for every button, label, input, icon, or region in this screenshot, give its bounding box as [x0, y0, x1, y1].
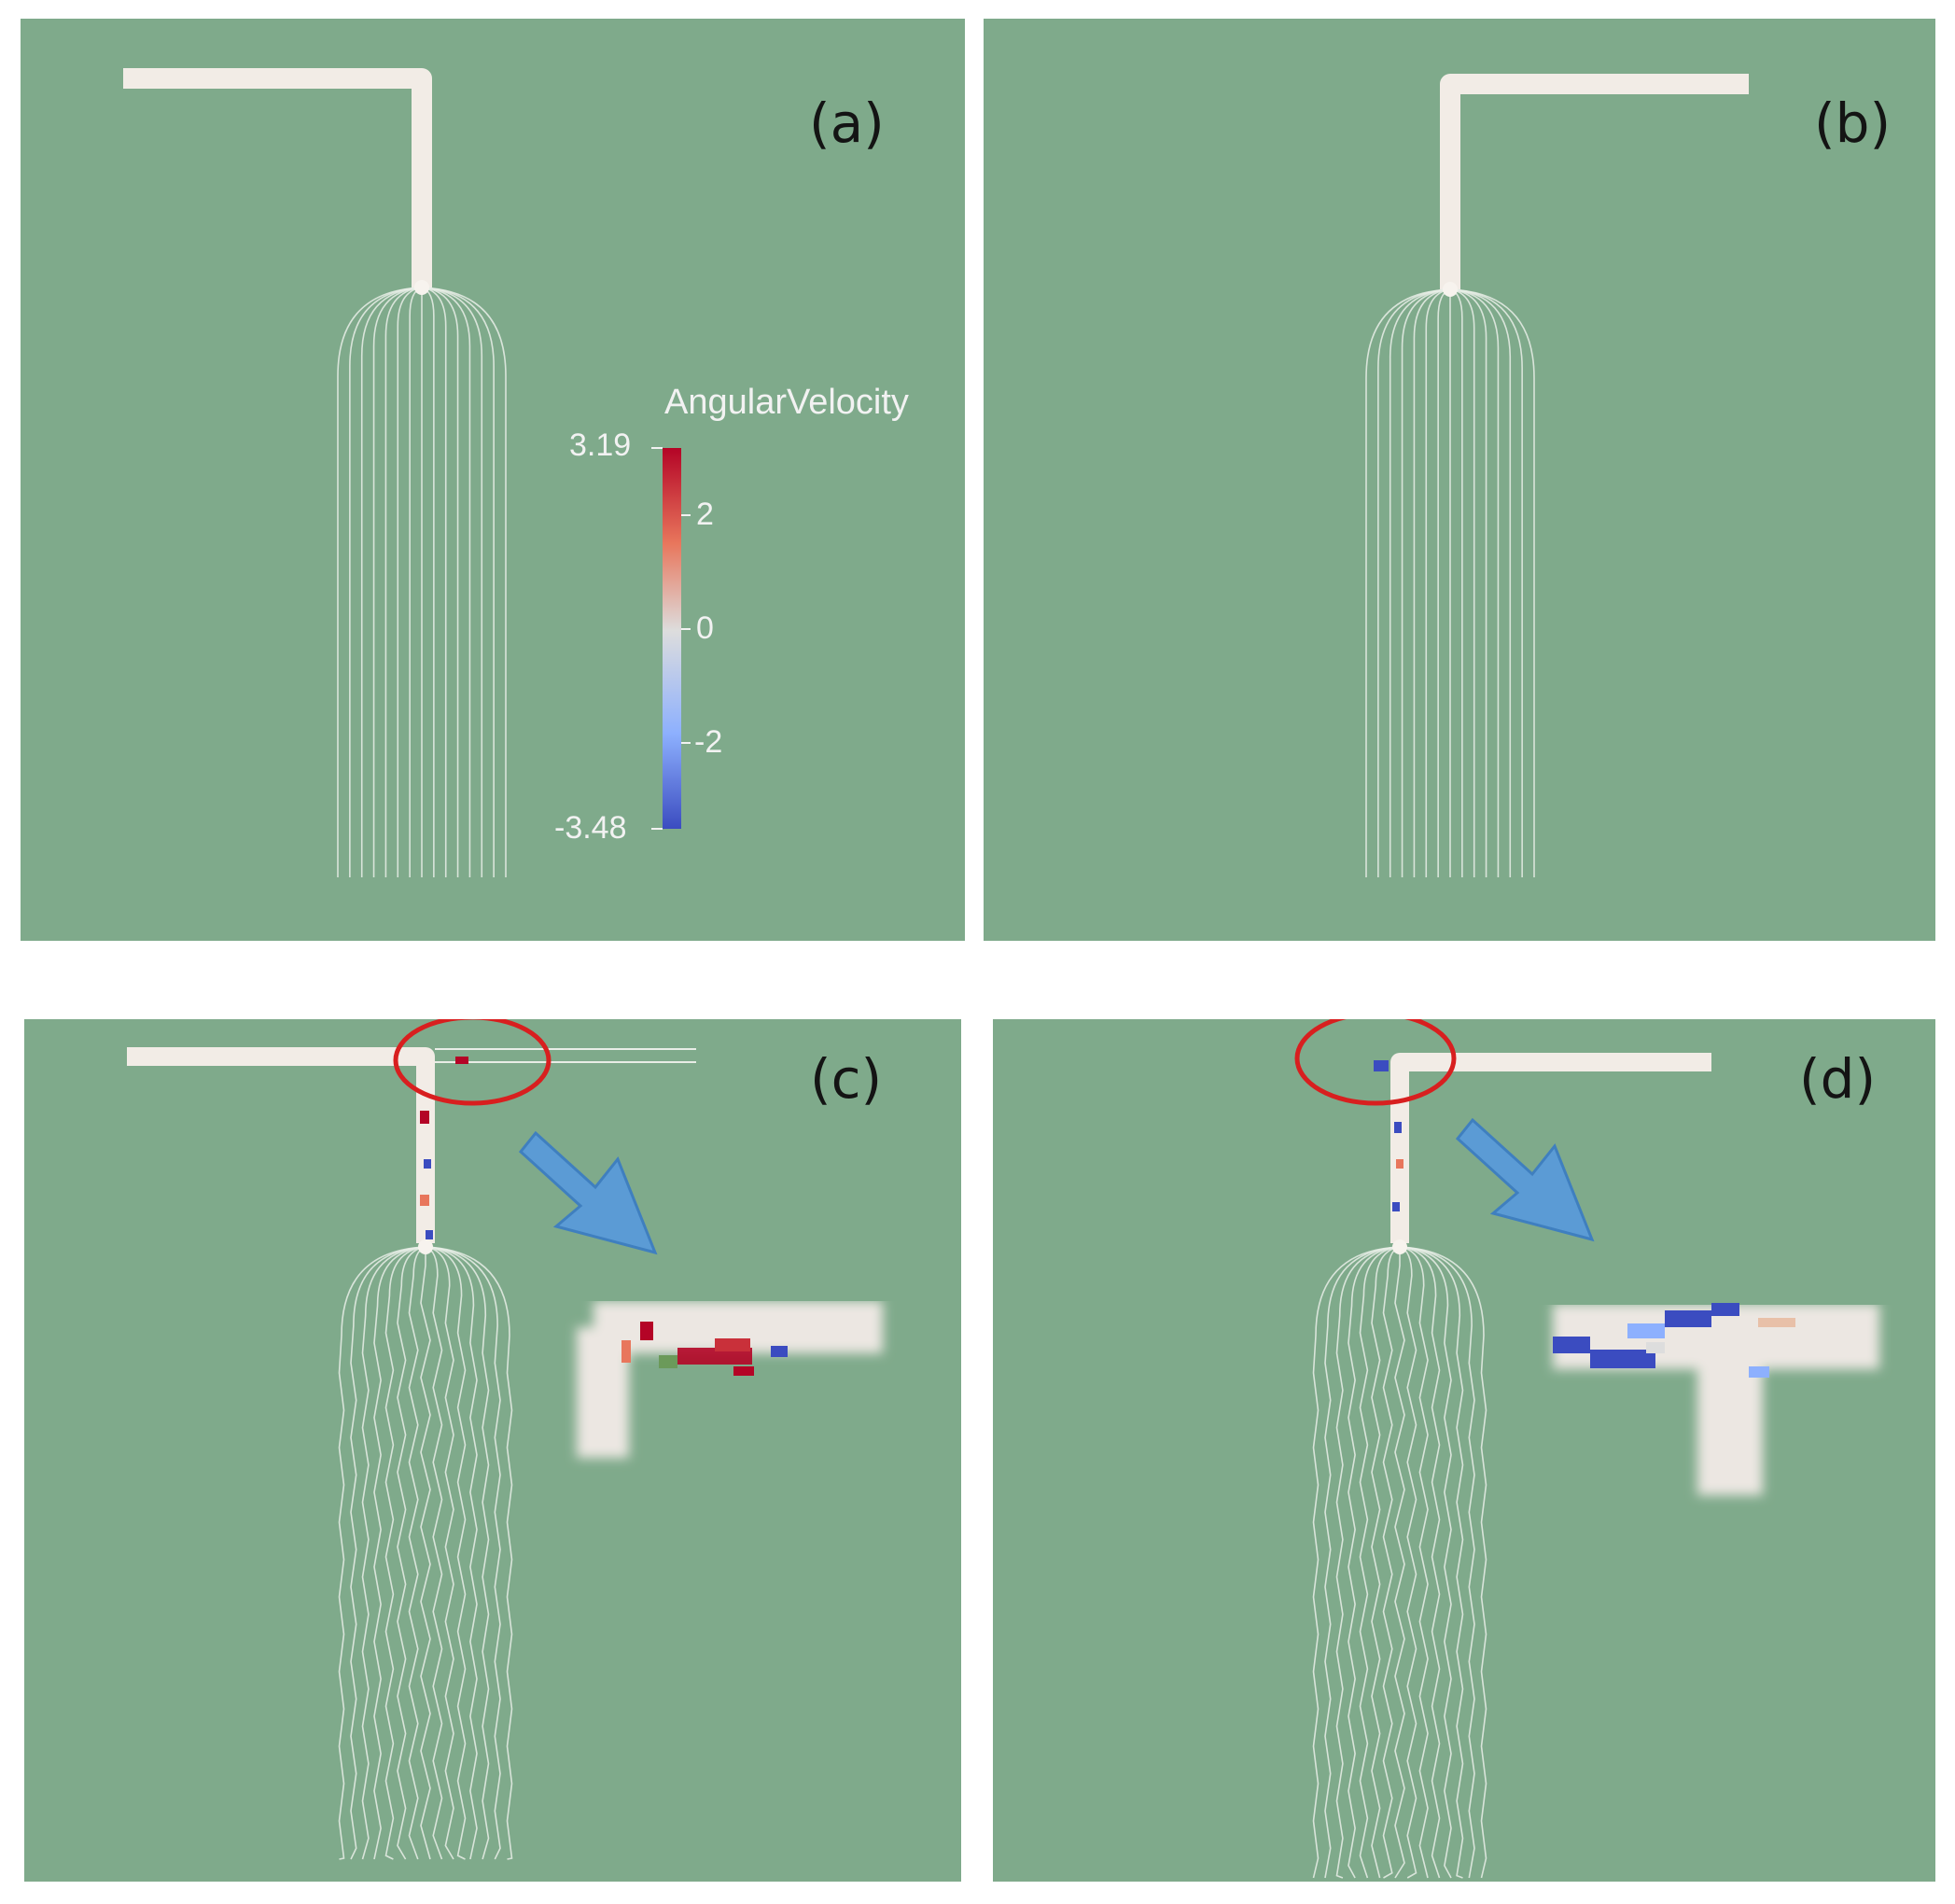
streamline	[361, 1246, 426, 1860]
streamline	[1449, 288, 1463, 877]
zoom-inset-d	[1553, 1304, 1879, 1495]
streamline	[425, 1246, 478, 1860]
panel-label-a: (a)	[809, 91, 885, 155]
outlet-source-point	[1443, 282, 1458, 297]
zoom-inset-d-noise	[1553, 1303, 1795, 1378]
colorbar-min-label: -3.48	[554, 810, 627, 846]
streamline	[1371, 1246, 1401, 1879]
streamline	[1389, 288, 1451, 877]
pipe-streamline-diagram-a	[123, 68, 507, 877]
pipe-b	[1440, 74, 1749, 289]
pipe-d	[1390, 1053, 1711, 1243]
outlet-source-point	[414, 280, 429, 295]
streamline	[397, 1246, 426, 1860]
streamline-fan-d	[1312, 1239, 1487, 1879]
streamline	[338, 1246, 426, 1860]
streamline	[1324, 1246, 1401, 1879]
streamline	[420, 1247, 431, 1860]
streamline	[1399, 1246, 1417, 1879]
pipe-c	[127, 1047, 435, 1243]
colorbar	[651, 447, 691, 830]
streamline	[1335, 1246, 1401, 1879]
streamline	[425, 1246, 490, 1860]
panel-label-d: (d)	[1799, 1047, 1877, 1111]
streamline	[1399, 1246, 1487, 1879]
pipe-noise-c	[420, 1057, 468, 1239]
streamline	[1449, 288, 1512, 877]
streamline	[1348, 1246, 1401, 1879]
streamline	[373, 1246, 426, 1860]
streamline-fan-a	[337, 280, 507, 877]
colorbar-label-2: 2	[696, 497, 714, 532]
arrow-d	[1455, 1117, 1595, 1242]
pipe-streamline-diagram-c	[127, 1019, 883, 1860]
colorbar-title: AngularVelocity	[664, 383, 909, 422]
streamline	[408, 1246, 426, 1860]
streamline	[1437, 288, 1451, 877]
pipe-noise-d	[1374, 1060, 1403, 1211]
colorbar-max-label: 3.19	[569, 427, 632, 463]
streamline	[425, 1246, 467, 1860]
streamline	[1399, 1246, 1429, 1879]
streamline-fan-b	[1365, 282, 1535, 877]
streamline	[384, 287, 423, 877]
panel-b: (b)	[984, 19, 1935, 941]
colorbar-gradient	[663, 448, 681, 829]
streamline-fan-c	[338, 1239, 513, 1860]
highlight-ring-d	[1294, 1019, 1457, 1106]
streamline	[1399, 1246, 1475, 1879]
colorbar-label-neg2: -2	[694, 724, 723, 760]
panel-a: (a) AngularVelocity 3.19 2 0 -2 -3.48	[21, 19, 965, 941]
panel-d: (d)	[993, 1019, 1935, 1882]
zoom-inset-c-noise	[621, 1322, 788, 1376]
streamline	[1449, 288, 1487, 877]
streamline	[1399, 1246, 1464, 1879]
pipe-streamline-diagram-b	[1365, 74, 1749, 877]
arrow-c	[518, 1130, 658, 1255]
streamline	[1312, 1246, 1401, 1879]
streamline	[425, 1246, 443, 1860]
streamline	[1399, 1246, 1452, 1879]
pipe-streamline-diagram-d	[1294, 1019, 1879, 1879]
streamline	[1399, 1246, 1441, 1879]
panel-label-b: (b)	[1814, 91, 1892, 155]
streamline	[425, 1246, 501, 1860]
panel-c: (c)	[24, 1019, 961, 1882]
highlight-ring-c	[393, 1019, 552, 1106]
streamline	[350, 1246, 426, 1860]
streamline	[425, 1246, 454, 1860]
streamline	[1382, 1246, 1401, 1879]
streamline	[425, 1246, 513, 1860]
streamline	[384, 1246, 426, 1860]
outlet-source-point	[1392, 1239, 1407, 1254]
streamline	[1449, 288, 1535, 877]
streamline	[421, 287, 507, 877]
streamline	[1359, 1246, 1401, 1879]
streamline	[1394, 1247, 1405, 1879]
outlet-source-point	[418, 1239, 433, 1254]
panel-label-c: (c)	[810, 1047, 883, 1111]
colorbar-label-0: 0	[696, 610, 714, 646]
streamline	[1413, 288, 1451, 877]
pipe-a	[123, 68, 432, 287]
